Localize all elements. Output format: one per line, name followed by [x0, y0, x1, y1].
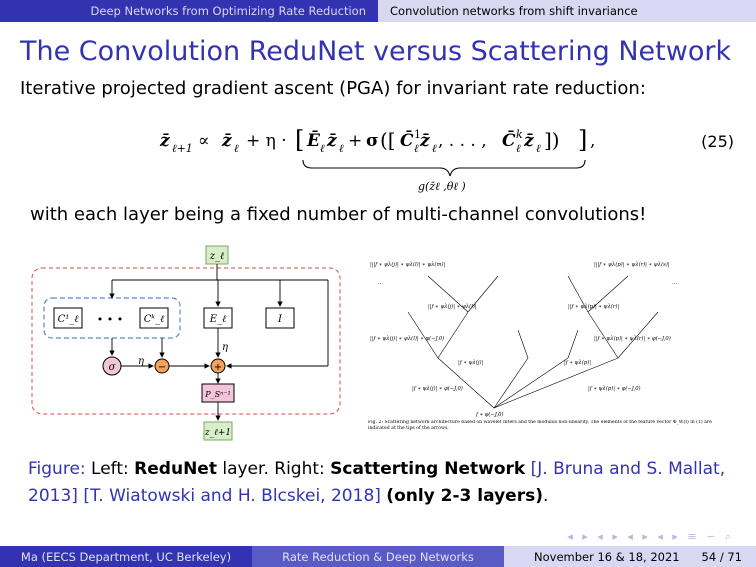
scattering-network-diagram: |||f ∗ ψλ(j)| ∗ ψλ(l)| ∗ ψλ(m)| |||f ∗ ψ…: [368, 261, 712, 431]
footer-date: November 16 & 18, 2021: [534, 549, 680, 564]
svg-text:Ē: Ē: [306, 130, 321, 151]
svg-text:I: I: [277, 314, 283, 325]
scattering-figure-caption: Fig. 2: Scattering network architecture …: [368, 420, 712, 431]
node-projection: P_Sⁿ⁻¹: [201, 383, 235, 403]
caption-scattering: Scatterting Network: [330, 459, 526, 479]
equation-remark: with each layer being a fixed number of …: [30, 204, 647, 225]
node-dots: • • •: [97, 313, 123, 326]
svg-text:ℓ: ℓ: [536, 142, 541, 155]
footer-title-text: Rate Reduction & Deep Networks: [282, 549, 474, 564]
frame-subtitle: Iterative projected gradient ascent (PGA…: [20, 78, 646, 99]
svg-text:ℓ: ℓ: [516, 142, 521, 155]
top-navigation-bar: Deep Networks from Optimizing Rate Reduc…: [0, 0, 756, 22]
svg-text:]: ]: [578, 126, 587, 154]
svg-text:|||f ∗ ψλ(p)| ∗ ψλ(r)| ∗ ψλ(s): |||f ∗ ψλ(p)| ∗ ψλ(r)| ∗ ψλ(s)|: [594, 261, 670, 268]
svg-text:z̄: z̄: [523, 131, 534, 151]
svg-text:C¹_ℓ: C¹_ℓ: [58, 314, 79, 325]
svg-text:ℓ: ℓ: [414, 142, 419, 155]
svg-text:1: 1: [414, 128, 421, 141]
beamer-navigation-symbols[interactable]: ◂ ▸ ◂ ▸ ◂ ▸ ◂ ▸ ≡ ∽ ⌕: [567, 530, 734, 543]
svg-text:|f ∗ ψλ(j)|: |f ∗ ψλ(j)|: [458, 359, 484, 366]
node-e: E_ℓ: [203, 307, 233, 329]
caption-ref-bruna-mallat[interactable]: [J. Bruna and S. Mallat, 2013]: [28, 459, 726, 506]
nav-subsection-current[interactable]: Convolution networks from shift invarian…: [378, 0, 756, 22]
caption-right-label: Right:: [274, 459, 325, 479]
svg-text:||f ∗ ψλ(j)| ∗ ψλ(l)|: ||f ∗ ψλ(j)| ∗ ψλ(l)|: [428, 303, 477, 310]
svg-text:|||f ∗ ψλ(j)| ∗ ψλ(l)| ∗ ψλ(m): |||f ∗ ψλ(j)| ∗ ψλ(l)| ∗ ψλ(m)|: [370, 261, 446, 268]
svg-text:z̄: z̄: [221, 131, 232, 151]
caption-only-layers: (only 2-3 layers): [386, 486, 543, 506]
figure-caption: Figure: Left: ReduNet layer. Right: Scat…: [28, 456, 728, 510]
svg-text:z̄: z̄: [326, 131, 337, 151]
equation-number: (25): [701, 132, 734, 151]
svg-text:C̄: C̄: [502, 130, 516, 151]
svg-text:||f ∗ ψλ(j)| ∗ ψλ(l)| ∗ φ(−J,0: ||f ∗ ψλ(j)| ∗ ψλ(l)| ∗ φ(−J,0): [370, 335, 444, 342]
nav-section-current[interactable]: Deep Networks from Optimizing Rate Reduc…: [0, 0, 378, 22]
footer-date-page: November 16 & 18, 2021 54 / 71: [504, 546, 756, 567]
svg-text:z̄: z̄: [159, 131, 170, 151]
svg-text:g(z̄ℓ ,θℓ ): g(z̄ℓ ,θℓ ): [418, 180, 466, 193]
pga-equation: z̄ ℓ+1 ∝ z̄ ℓ + η · [ Ē ℓ z̄ ℓ + σ ([ C̄…: [159, 126, 595, 193]
caption-layer: layer.: [222, 459, 269, 479]
svg-text:z_ℓ+1: z_ℓ+1: [204, 428, 231, 438]
caption-figure-label: Figure:: [28, 459, 86, 479]
svg-text:ℓ: ℓ: [234, 142, 239, 155]
node-ck: Cᵏ_ℓ: [139, 307, 169, 329]
svg-text:|f ∗ ψλ(j)| ∗ φ(−J,0): |f ∗ ψλ(j)| ∗ φ(−J,0): [412, 385, 463, 392]
node-minus: −: [154, 358, 170, 374]
svg-text:P_Sⁿ⁻¹: P_Sⁿ⁻¹: [204, 390, 231, 399]
svg-text:σ: σ: [366, 131, 379, 151]
footer-author-text: Ma (EECS Department, UC Berkeley): [20, 549, 232, 564]
caption-ref-wiatowski[interactable]: [T. Wiatowski and H. Blcskei, 2018]: [83, 486, 381, 506]
footer-bar: Ma (EECS Department, UC Berkeley) Rate R…: [0, 546, 756, 567]
redunet-layer-diagram: z_ℓ C¹_ℓ • • • Cᵏ_ℓ E_ℓ I σ η − η + P_Sⁿ…: [31, 245, 341, 441]
svg-text:z_ℓ: z_ℓ: [209, 251, 224, 262]
svg-text:∝: ∝: [198, 131, 210, 151]
svg-text:C̄: C̄: [400, 130, 414, 151]
svg-text:+ η ·: + η ·: [246, 131, 287, 151]
caption-redunet: ReduNet: [134, 459, 217, 479]
node-z-in: z_ℓ: [205, 245, 229, 265]
svg-text:ℓ: ℓ: [320, 142, 325, 155]
svg-text:−: −: [158, 362, 166, 373]
svg-text:([: ([: [380, 128, 396, 152]
svg-text:f ∗ φ(−J,0): f ∗ φ(−J,0): [475, 411, 504, 418]
node-sigma: σ: [102, 356, 122, 376]
nav-section-right-label: Convolution networks from shift invarian…: [390, 4, 638, 18]
footer-title: Rate Reduction & Deep Networks: [252, 546, 504, 567]
layer-boundary: [31, 267, 341, 415]
footer-page-number: 54 / 71: [701, 549, 742, 564]
footer-author: Ma (EECS Department, UC Berkeley): [0, 546, 252, 567]
svg-text:k: k: [516, 128, 523, 141]
svg-text:ℓ+1: ℓ+1: [172, 142, 193, 155]
svg-text:,: ,: [590, 131, 595, 151]
frame-title: The Convolution ReduNet versus Scatterin…: [20, 36, 732, 67]
svg-text:σ: σ: [109, 362, 117, 373]
svg-text:…: …: [378, 280, 383, 286]
svg-text:]): ]): [544, 128, 560, 152]
svg-text:…: …: [672, 280, 677, 286]
svg-text:[: [: [295, 126, 304, 154]
eta-left-label: η: [138, 356, 144, 367]
caption-left-label: Left:: [91, 459, 129, 479]
node-identity: I: [265, 307, 295, 329]
svg-text:, . . . ,: , . . . ,: [438, 131, 487, 151]
nav-section-left-label: Deep Networks from Optimizing Rate Reduc…: [90, 4, 366, 18]
node-plus: +: [210, 358, 226, 374]
caption-period: .: [542, 486, 549, 506]
svg-text:||f ∗ ψλ(p)| ∗ ψλ(r)| ∗ φ(−J,0: ||f ∗ ψλ(p)| ∗ ψλ(r)| ∗ φ(−J,0): [594, 335, 671, 342]
svg-text:||f ∗ ψλ(p)| ∗ ψλ(r)|: ||f ∗ ψλ(p)| ∗ ψλ(r)|: [568, 303, 619, 310]
svg-text:E_ℓ: E_ℓ: [209, 314, 226, 325]
svg-text:z̄: z̄: [419, 131, 430, 151]
svg-text:ℓ: ℓ: [432, 142, 437, 155]
node-c1: C¹_ℓ: [53, 307, 83, 329]
node-z-out: z_ℓ+1: [203, 421, 233, 441]
svg-text:+: +: [214, 362, 222, 373]
svg-text:|f ∗ ψλ(p)| ∗ φ(−J,0): |f ∗ ψλ(p)| ∗ φ(−J,0): [588, 385, 641, 392]
eta-right-label: η: [222, 342, 228, 353]
svg-text:ℓ: ℓ: [339, 142, 344, 155]
svg-text:|f ∗ ψλ(p)|: |f ∗ ψλ(p)|: [564, 359, 591, 366]
svg-text:Cᵏ_ℓ: Cᵏ_ℓ: [144, 314, 164, 325]
svg-text:+: +: [348, 131, 362, 151]
